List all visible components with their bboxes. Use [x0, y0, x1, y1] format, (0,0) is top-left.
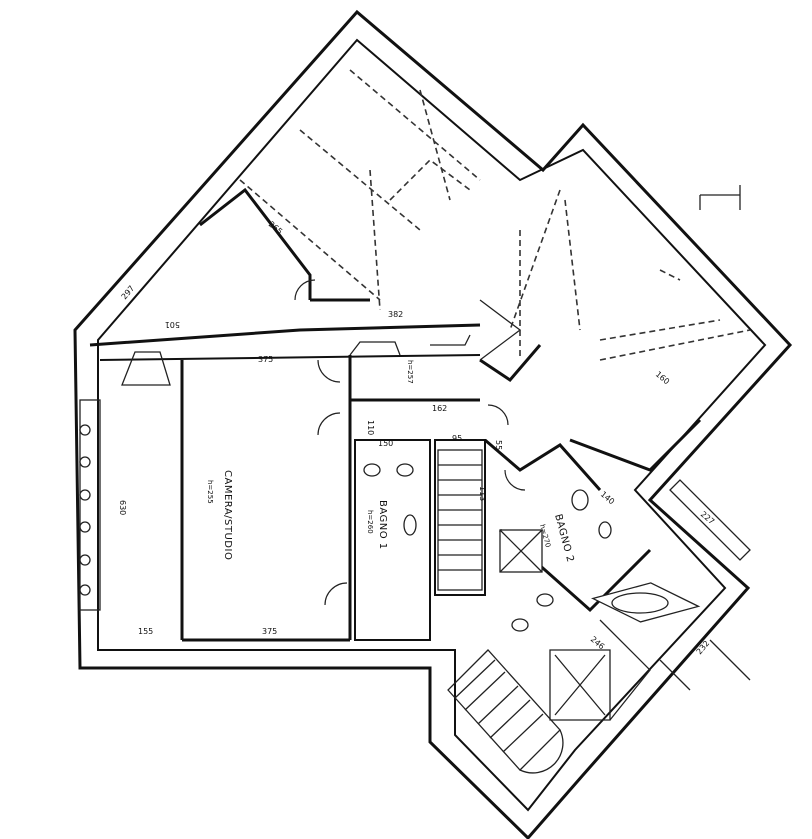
dim-501: 501 [165, 320, 180, 329]
ceiling-lines [239, 69, 751, 361]
dim-232: 232 [695, 639, 712, 656]
interior-walls [89, 187, 702, 721]
bagno1-label: BAGNO 1 [377, 500, 388, 550]
dim-140: 140 [599, 490, 616, 507]
dim-160: 160 [654, 370, 671, 387]
dim-110: 110 [366, 420, 375, 435]
dim-630: 630 [118, 500, 127, 515]
stairs [437, 449, 564, 774]
dim-162: 162 [432, 404, 447, 413]
fireplace-features [121, 334, 471, 386]
dim-382: 382 [388, 310, 403, 319]
dim-55: 55 [494, 440, 503, 450]
dim-113: 113 [478, 486, 487, 501]
dim-265: 265 [267, 220, 284, 237]
exterior-walls [73, 9, 793, 839]
left-radiators [79, 399, 101, 611]
dim-155: 155 [138, 627, 153, 636]
bathroom-fixtures [363, 463, 701, 632]
bagno1-height: h=260 [366, 510, 374, 534]
camera-studio-height: h=255 [206, 480, 214, 504]
bagno2-label: BAGNO 2 [552, 513, 575, 564]
dim-375-bottom: 375 [262, 627, 277, 636]
doors [294, 279, 526, 606]
dim-150: 150 [378, 439, 393, 448]
camera-studio-label: CAMERA/STUDIO [222, 470, 233, 560]
upper-height: h=257 [406, 360, 414, 384]
dim-375-top: 375 [258, 355, 273, 364]
dim-246: 246 [589, 635, 606, 652]
dim-95: 95 [452, 434, 462, 443]
dim-227: 227 [699, 510, 716, 527]
